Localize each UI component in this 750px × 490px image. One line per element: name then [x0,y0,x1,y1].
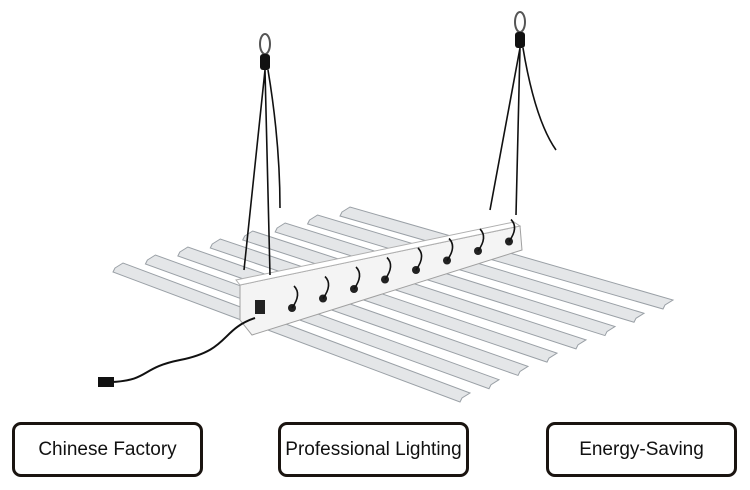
hanger-hook [514,11,526,33]
hanging-rope [489,47,557,216]
connector-cable [508,218,516,242]
rope-ratchet [515,32,525,48]
light-bar [112,262,472,403]
power-plug [98,377,114,387]
light-bar [306,214,646,323]
connector-cable [415,247,423,271]
connector-cable [322,275,330,299]
power-cord [111,317,256,383]
light-bar [274,222,617,337]
label-text: Professional Lighting [285,438,462,460]
label-text: Chinese Factory [38,438,177,460]
power-switch [255,300,265,314]
light-bar [339,206,675,310]
connector-cable [384,256,392,280]
connector-cable [477,228,485,252]
light-bar [144,254,501,390]
spine-top [235,221,522,286]
feature-label-chinese-factory: Chinese Factory [12,422,203,477]
connector-cable [353,266,361,290]
hanging-rig [98,11,557,387]
feature-label-energy-saving: Energy-Saving [546,422,737,477]
led-grow-light-image [98,11,675,403]
hanging-rope [243,69,281,276]
light-bars [112,206,675,403]
rope-ratchet [260,54,270,70]
feature-label-professional-lighting: Professional Lighting [278,422,469,477]
connector-cable [291,285,299,309]
label-text: Energy-Saving [579,438,704,460]
hanger-hook [259,33,271,55]
connector-cable [446,237,454,261]
